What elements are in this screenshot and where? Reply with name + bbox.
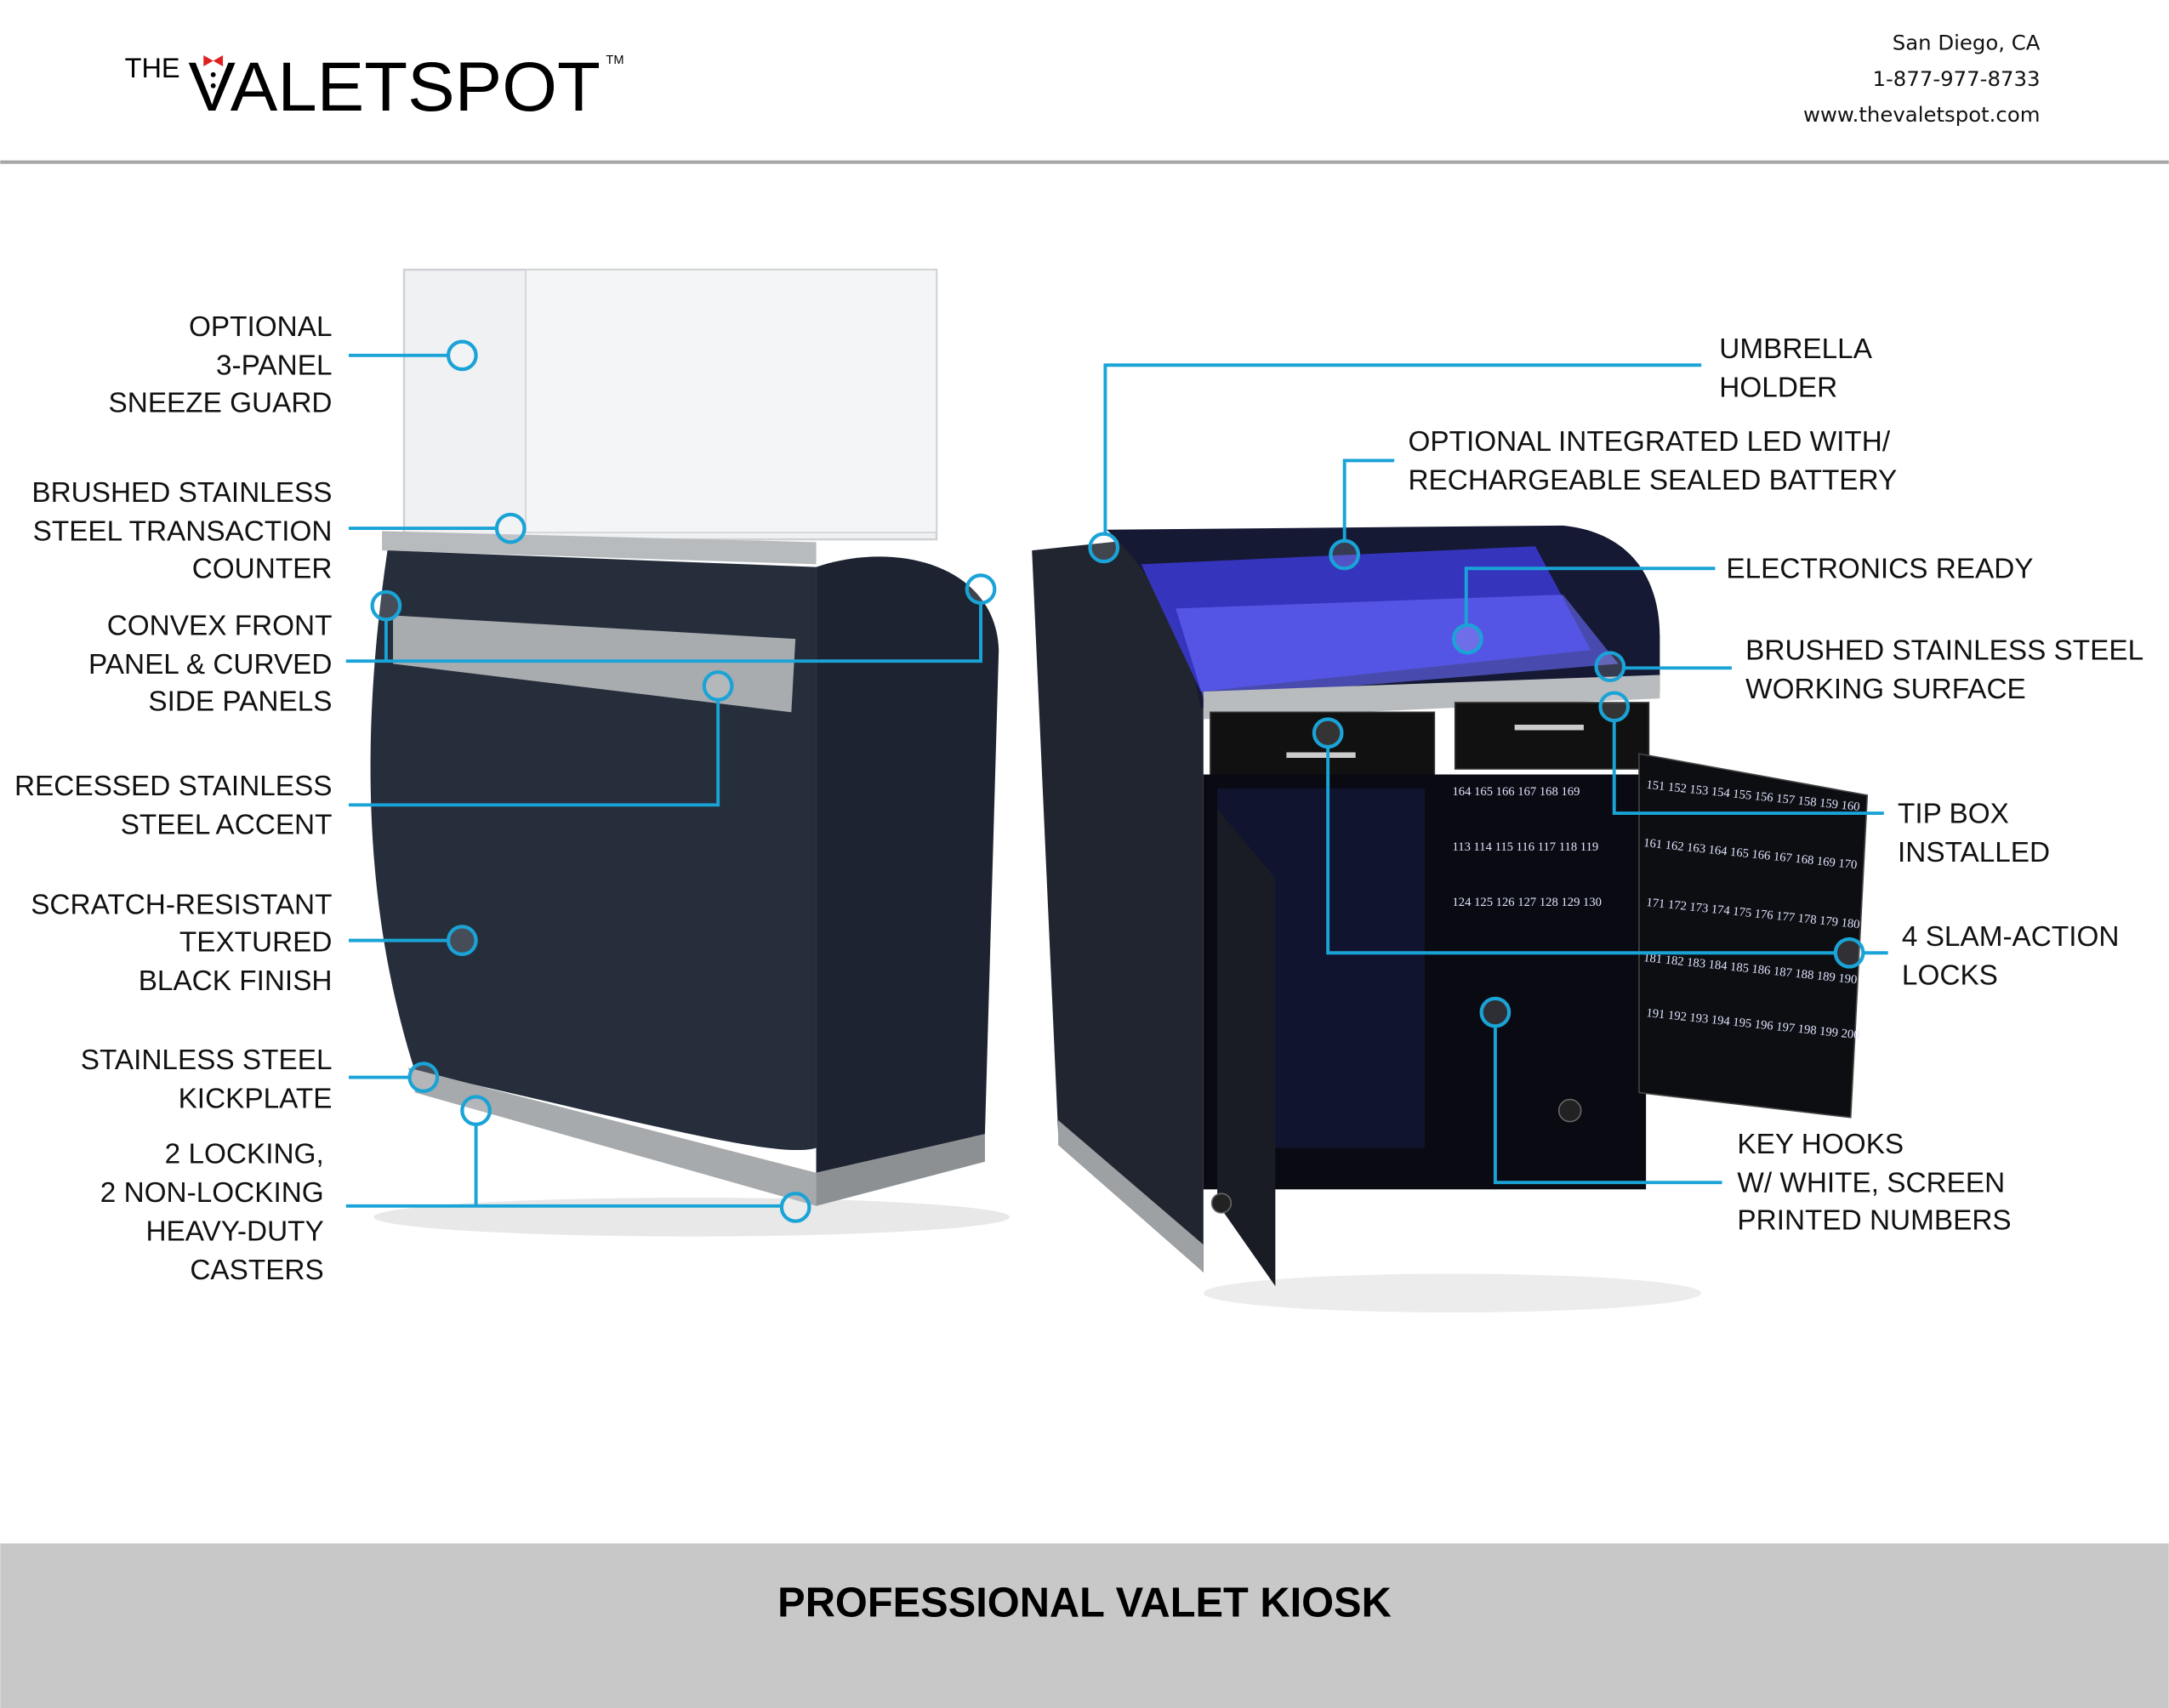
- svg-text:124 125 126 127 128 129 130: 124 125 126 127 128 129 130: [1452, 896, 1601, 909]
- callout-label-line: KICKPLATE: [179, 1083, 333, 1114]
- contact-phone: 1-877-977-8733: [1873, 66, 2041, 91]
- callout-label-line: W/ WHITE, SCREEN: [1737, 1168, 2005, 1199]
- callout-label-line: 2 LOCKING,: [165, 1138, 324, 1170]
- callout-label-line: OPTIONAL: [189, 311, 333, 343]
- callout-casters: 2 LOCKING, 2 NON-LOCKING HEAVY-DUTY CAST…: [100, 1138, 324, 1286]
- callout-umbrella-holder: UMBRELLA HOLDER: [1719, 333, 1872, 404]
- callout-label-line: KEY HOOKS: [1737, 1129, 1904, 1160]
- callout-tip-box: TIP BOX INSTALLED: [1898, 798, 2050, 868]
- callout-label-line: 4 SLAM-ACTION: [1902, 921, 2120, 953]
- callout-label-line: PANEL & CURVED: [88, 649, 332, 680]
- svg-text:113 114 115 116 117 118 119: 113 114 115 116 117 118 119: [1452, 840, 1598, 854]
- contact-website[interactable]: www.thevaletspot.com: [1803, 102, 2040, 127]
- callout-label-line: UMBRELLA: [1719, 333, 1872, 365]
- callout-label-line: TIP BOX: [1898, 798, 2009, 829]
- callout-slam-locks: 4 SLAM-ACTION LOCKS: [1902, 921, 2120, 992]
- callout-sneeze-guard: OPTIONAL 3-PANEL SNEEZE GUARD: [109, 311, 333, 418]
- callout-label-line: CASTERS: [190, 1255, 323, 1286]
- contact-city: San Diego, CA: [1893, 31, 2041, 55]
- callout-convex-panels: CONVEX FRONT PANEL & CURVED SIDE PANELS: [88, 610, 332, 717]
- bowtie-icon: [203, 55, 224, 88]
- callout-label-line: HEAVY-DUTY: [145, 1216, 323, 1247]
- callout-label-line: BRUSHED STAINLESS: [31, 477, 332, 509]
- footer-title: PROFESSIONAL VALET KIOSK: [777, 1580, 1392, 1626]
- callout-led-battery: OPTIONAL INTEGRATED LED WITH/ RECHARGEAB…: [1408, 426, 1897, 497]
- footer-band: [0, 1543, 2169, 1708]
- header-divider: [0, 160, 2169, 164]
- logo: THE VALETSPOT TM: [125, 48, 624, 126]
- callout-label-line: BRUSHED STAINLESS STEEL: [1745, 635, 2143, 667]
- contact-info: San Diego, CA 1-877-977-8733 www.thevale…: [1803, 31, 2041, 128]
- callout-label-line: STEEL ACCENT: [121, 809, 333, 840]
- callout-label-line: WORKING SURFACE: [1745, 674, 2026, 705]
- callout-label-line: ELECTRONICS READY: [1726, 554, 2033, 585]
- callout-key-hooks: KEY HOOKS W/ WHITE, SCREEN PRINTED NUMBE…: [1737, 1129, 2011, 1236]
- callout-label-line: TEXTURED: [179, 927, 333, 959]
- callout-label-line: COUNTER: [192, 554, 333, 585]
- callout-label-line: SNEEZE GUARD: [109, 388, 333, 419]
- callout-label-line: HOLDER: [1719, 373, 1837, 404]
- right-callout-lines: [1088, 363, 1888, 1185]
- callout-label-line: RECESSED STAINLESS: [14, 771, 333, 802]
- left-callout-lines: [345, 339, 997, 1223]
- callout-label-line: 2 NON-LOCKING: [100, 1177, 324, 1209]
- callout-label-line: PRINTED NUMBERS: [1737, 1204, 2011, 1236]
- callout-label-line: RECHARGEABLE SEALED BATTERY: [1408, 465, 1897, 497]
- callout-label-line: SCRATCH-RESISTANT: [31, 890, 332, 921]
- callout-electronics-ready: ELECTRONICS READY: [1726, 554, 2033, 585]
- callout-working-surface: BRUSHED STAINLESS STEEL WORKING SURFACE: [1745, 635, 2143, 706]
- callout-transaction-counter: BRUSHED STAINLESS STEEL TRANSACTION COUN…: [31, 477, 332, 584]
- callout-steel-accent: RECESSED STAINLESS STEEL ACCENT: [14, 771, 333, 841]
- callout-label-line: 3-PANEL: [216, 350, 332, 382]
- kiosk-open-image: 151 152 153 154 155 156 157 158 159 160 …: [1032, 525, 1869, 1312]
- kiosk-front-image: [370, 268, 1010, 1237]
- callout-label-line: OPTIONAL INTEGRATED LED WITH/: [1408, 426, 1890, 458]
- callout-label-line: BLACK FINISH: [139, 965, 333, 997]
- callout-kickplate: STAINLESS STEEL KICKPLATE: [81, 1045, 333, 1115]
- callout-label-line: CONVEX FRONT: [107, 610, 333, 641]
- callout-label-line: THE: [125, 53, 180, 83]
- callout-label-line: INSTALLED: [1898, 837, 2050, 868]
- callout-label-line: SIDE PANELS: [148, 686, 332, 718]
- callout-label-line: LOCKS: [1902, 960, 1998, 992]
- callout-label-line: VALETSPOT: [188, 48, 601, 126]
- callout-label-line: TM: [606, 54, 623, 67]
- svg-text:164 165 166 167 168 169: 164 165 166 167 168 169: [1452, 785, 1580, 799]
- callout-black-finish: SCRATCH-RESISTANT TEXTURED BLACK FINISH: [31, 890, 332, 997]
- callout-label-line: STAINLESS STEEL: [81, 1045, 333, 1076]
- callout-label-line: STEEL TRANSACTION: [33, 516, 333, 548]
